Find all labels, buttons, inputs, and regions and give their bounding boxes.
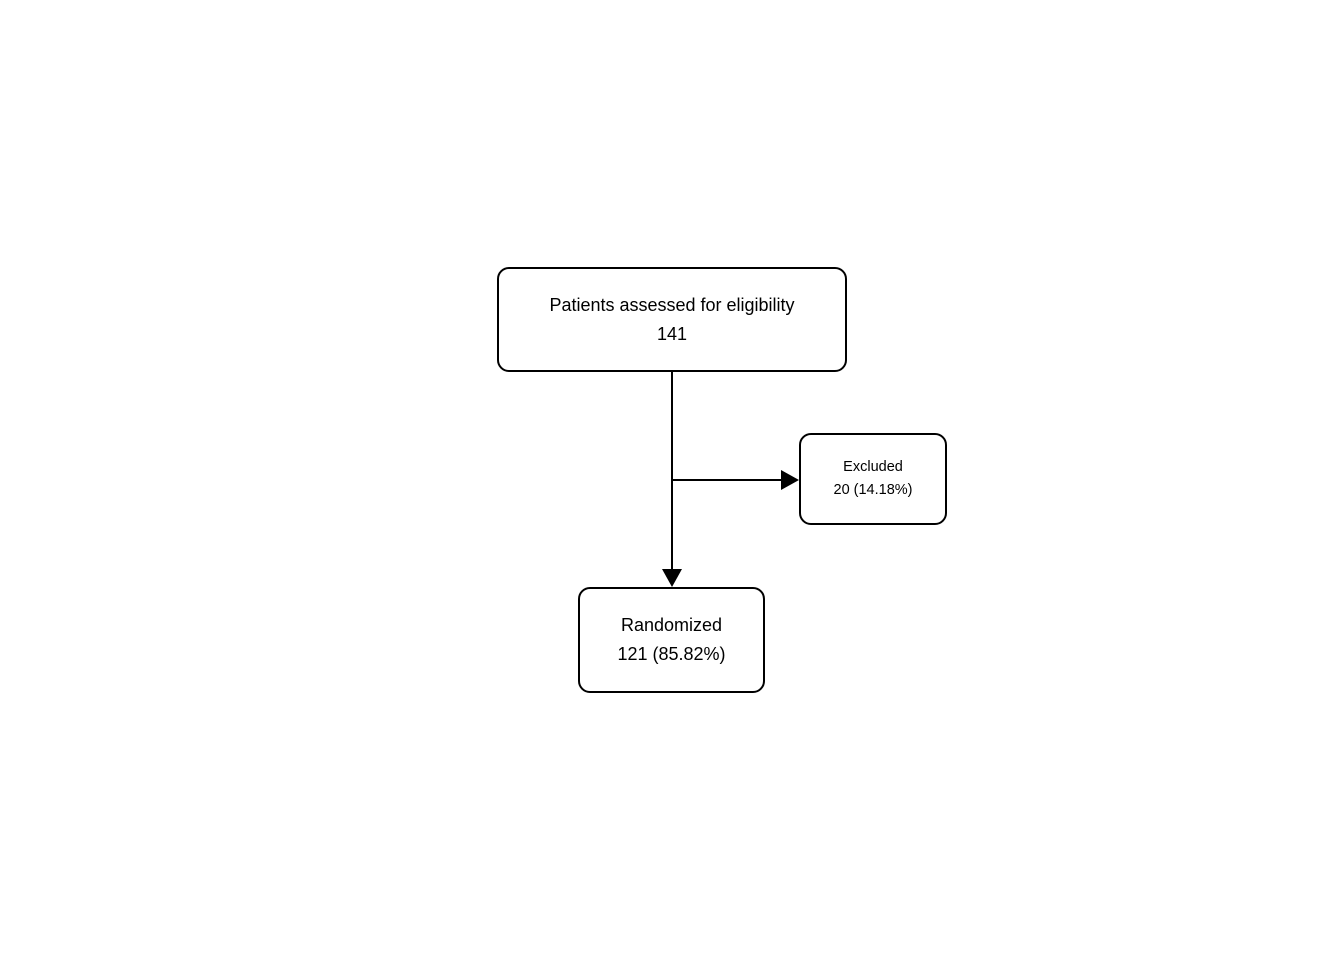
arrowhead-down-icon [662, 569, 682, 587]
excluded-box: Excluded 20 (14.18%) [799, 433, 947, 525]
eligibility-label: Patients assessed for eligibility [549, 294, 795, 315]
excluded-count: 20 (14.18%) [833, 482, 913, 498]
connector-eligibility-to-randomized [671, 372, 673, 570]
randomized-label: Randomized [620, 615, 723, 635]
excluded-label: Excluded [843, 459, 903, 475]
arrowhead-right-icon [781, 470, 799, 490]
eligibility-box: Patients assessed for eligibility 141 [497, 267, 847, 372]
eligibility-count: 141 [656, 323, 688, 344]
randomized-box: Randomized 121 (85.82%) [578, 587, 765, 693]
randomized-count: 121 (85.82%) [617, 644, 726, 664]
connector-eligibility-to-excluded [671, 479, 781, 481]
